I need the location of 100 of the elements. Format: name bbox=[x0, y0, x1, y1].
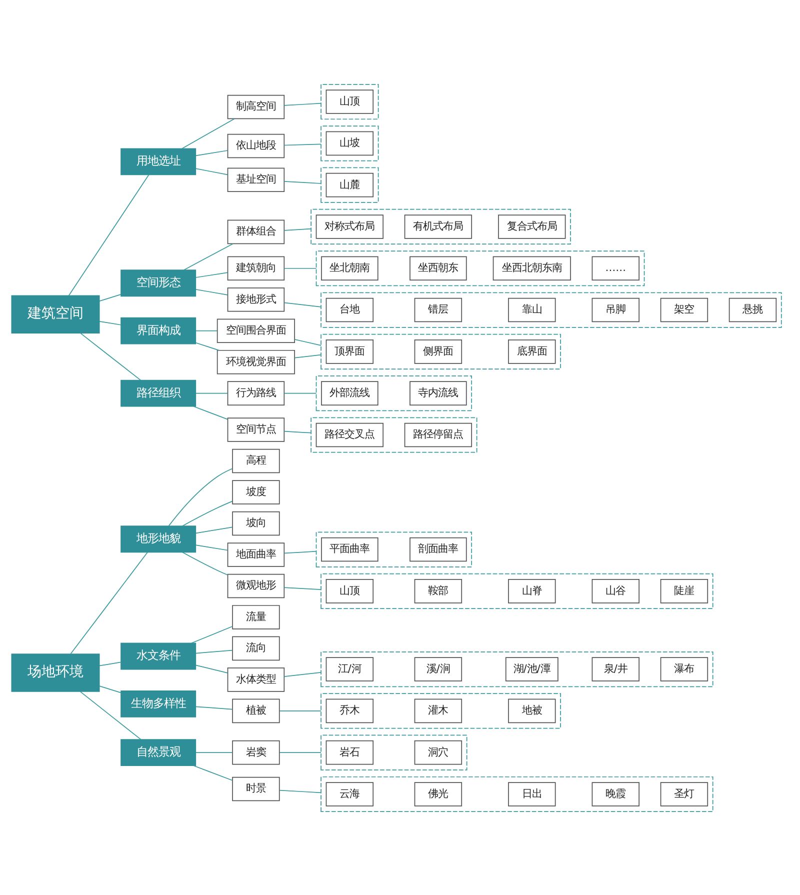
node-box: 山顶 bbox=[326, 578, 374, 603]
node-box: 接地形式 bbox=[227, 286, 285, 312]
node-box: 水体类型 bbox=[227, 667, 285, 692]
node-box: 有机式布局 bbox=[404, 214, 472, 238]
cluster bbox=[316, 531, 472, 567]
node-box: 坐西朝东 bbox=[410, 256, 467, 280]
node-box: 行为路线 bbox=[227, 380, 285, 405]
cluster bbox=[316, 375, 472, 411]
node-box: 环境视觉界面 bbox=[216, 349, 295, 374]
node-box: 架空 bbox=[660, 297, 708, 322]
node-box: 流向 bbox=[232, 636, 280, 660]
node-box: 洞穴 bbox=[414, 740, 462, 764]
connector bbox=[182, 551, 228, 575]
node-box: 时景 bbox=[232, 776, 280, 801]
cluster bbox=[310, 208, 571, 244]
node-box: 界面构成 bbox=[120, 316, 196, 344]
node-box: 群体组合 bbox=[227, 219, 285, 244]
node-box: 路径交叉点 bbox=[316, 422, 384, 447]
node-box: 山麓 bbox=[326, 172, 374, 197]
node-box: 坡度 bbox=[232, 480, 280, 504]
connector bbox=[195, 752, 233, 753]
connector bbox=[195, 150, 228, 156]
connector bbox=[279, 789, 322, 793]
connector bbox=[284, 671, 322, 677]
node-box: 建筑朝向 bbox=[227, 256, 285, 280]
node-box: 湖/池/潭 bbox=[505, 656, 558, 681]
node-box: 外部流线 bbox=[321, 380, 378, 405]
connector bbox=[195, 288, 228, 295]
node-box: 植被 bbox=[232, 698, 280, 723]
connector bbox=[284, 550, 317, 554]
connector bbox=[99, 294, 122, 301]
node-box: 剖面曲率 bbox=[410, 536, 467, 562]
cluster bbox=[316, 250, 645, 286]
connector bbox=[284, 430, 312, 433]
connector bbox=[99, 661, 122, 666]
cluster bbox=[320, 572, 714, 608]
connector bbox=[182, 118, 235, 148]
node-box: 空间节点 bbox=[227, 417, 285, 442]
connector bbox=[284, 392, 317, 394]
connector bbox=[284, 586, 322, 590]
node-box: 台地 bbox=[326, 297, 374, 322]
node-box: 错层 bbox=[414, 297, 462, 322]
node-box: 对称式布局 bbox=[316, 214, 384, 238]
connector bbox=[195, 330, 218, 331]
node-box: 泉/井 bbox=[592, 656, 640, 681]
connector bbox=[284, 228, 312, 230]
connector bbox=[195, 526, 233, 534]
connector bbox=[294, 354, 322, 358]
connector bbox=[68, 174, 150, 296]
connector bbox=[284, 102, 322, 106]
node-box: 空间形态 bbox=[120, 269, 196, 296]
node-box: 佛光 bbox=[414, 782, 462, 806]
node-box: 寺内流线 bbox=[410, 380, 467, 405]
node-box: 路径停留点 bbox=[404, 422, 472, 447]
node-box: 高程 bbox=[232, 448, 280, 473]
node-box: 日出 bbox=[508, 782, 556, 806]
connector bbox=[284, 302, 322, 307]
node-box: 空间围合界面 bbox=[216, 318, 295, 342]
node-box: 坡向 bbox=[232, 510, 280, 536]
node-box: 坐西北朝东南 bbox=[492, 256, 571, 280]
node-box: 悬挑 bbox=[728, 297, 777, 322]
connector bbox=[279, 752, 322, 753]
node-box: 侧界面 bbox=[414, 339, 462, 364]
cluster bbox=[320, 292, 782, 328]
node-box: 顶界面 bbox=[326, 339, 374, 364]
connector bbox=[284, 180, 322, 184]
node-box: 云海 bbox=[326, 782, 374, 806]
node-box: 水文条件 bbox=[120, 642, 196, 670]
node-box: 溪/涧 bbox=[414, 656, 462, 681]
node-box: 制高空间 bbox=[227, 94, 285, 119]
node-box: 自然景观 bbox=[120, 738, 196, 766]
node-box: 鞍部 bbox=[414, 578, 462, 603]
node-box: 底界面 bbox=[508, 339, 556, 364]
connector bbox=[195, 342, 220, 350]
node-box: 地被 bbox=[508, 698, 556, 723]
connector bbox=[99, 685, 122, 693]
node-box: 吊脚 bbox=[592, 297, 640, 322]
connector bbox=[195, 706, 233, 710]
connector bbox=[294, 338, 322, 346]
cluster bbox=[320, 83, 379, 120]
node-box: 建筑空间 bbox=[11, 294, 100, 333]
connector bbox=[193, 405, 228, 420]
node-box: 山顶 bbox=[326, 89, 374, 114]
connector bbox=[182, 500, 233, 526]
cluster bbox=[320, 692, 561, 728]
connector bbox=[193, 764, 233, 780]
node-box: 场地环境 bbox=[11, 653, 100, 692]
connector bbox=[80, 332, 142, 380]
cluster bbox=[310, 416, 478, 452]
node-box: 流量 bbox=[232, 604, 280, 629]
node-box: 圣灯 bbox=[660, 782, 708, 806]
connector bbox=[99, 320, 122, 325]
node-box: 路径组织 bbox=[120, 379, 196, 406]
node-box: 山脊 bbox=[508, 578, 556, 603]
node-box: 复合式布局 bbox=[498, 214, 566, 238]
node-box: 山谷 bbox=[592, 578, 640, 603]
cluster bbox=[320, 125, 379, 161]
node-box: 靠山 bbox=[508, 297, 556, 322]
connector bbox=[284, 143, 322, 146]
node-box: 山坡 bbox=[326, 130, 374, 156]
